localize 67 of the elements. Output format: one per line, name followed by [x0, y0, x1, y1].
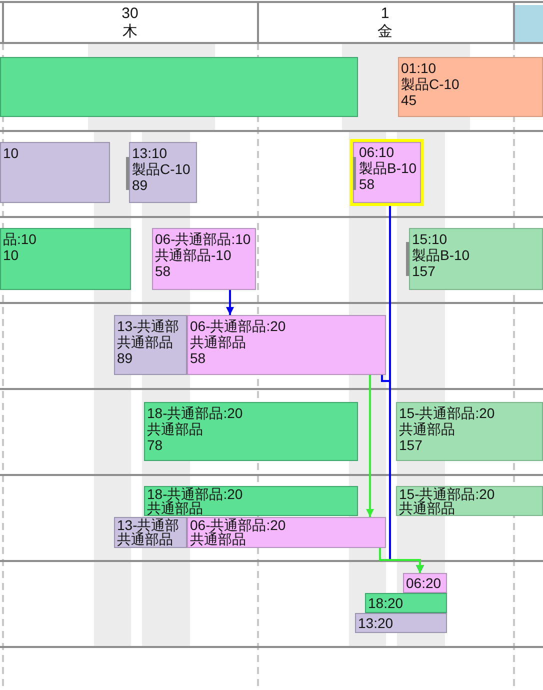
task-bar	[365, 593, 447, 613]
task-text: 06:10	[358, 144, 396, 160]
task-text: 共通部品	[398, 421, 456, 437]
task-text: 共通部品	[116, 334, 174, 350]
task-text: 89	[131, 177, 149, 193]
day-number: 1	[380, 5, 390, 22]
task-text: 157	[398, 437, 424, 453]
task-text: 157	[411, 263, 436, 279]
task-text: 10	[2, 247, 20, 263]
connector-arrow	[366, 375, 374, 517]
selected-task-bar	[350, 139, 424, 206]
task-bar	[0, 228, 131, 290]
task-text: 共通部品	[189, 334, 247, 350]
task-bar	[355, 613, 447, 633]
day-number: 30	[120, 5, 140, 22]
task-bar	[114, 315, 187, 375]
task-bar	[152, 228, 256, 290]
task-bar	[187, 315, 386, 375]
task-bar	[114, 517, 187, 548]
task-bar	[187, 517, 386, 548]
task-text: 製品C-10	[131, 161, 192, 177]
task-bar	[144, 486, 358, 516]
task-text: 13-共通部	[116, 518, 180, 532]
task-text: 78	[146, 437, 164, 453]
weekday-label: 金	[376, 23, 394, 40]
task-bar	[396, 402, 543, 461]
task-bar	[396, 486, 543, 516]
task-bar	[398, 57, 543, 117]
task-text: 06-共通部品:20	[189, 518, 287, 532]
task-text: 製品C-10	[400, 76, 460, 92]
task-text: 製品B-10	[358, 160, 418, 176]
task-text: 共通部品	[116, 532, 173, 546]
task-text: 共通部品	[189, 532, 246, 546]
task-text: 58	[154, 263, 172, 279]
task-bar	[409, 228, 543, 290]
task-bar	[0, 57, 358, 117]
weekday-label: 木	[122, 23, 138, 40]
task-text: 15:10	[411, 231, 448, 247]
task-bar	[144, 402, 358, 461]
task-text: 共通部品-10	[154, 247, 232, 263]
task-text: 58	[189, 350, 207, 366]
connector-arrow	[226, 290, 234, 315]
task-text: 13:10	[131, 145, 168, 161]
task-text: 15-共通部品:20	[398, 487, 496, 501]
task-text: 15-共通部品:20	[398, 405, 496, 421]
task-text: 89	[116, 350, 134, 366]
task-text: 18-共通部品:20	[146, 487, 244, 501]
task-bar	[403, 573, 447, 593]
task-text: 01:10	[400, 60, 438, 76]
task-text: 共通部品	[146, 421, 204, 437]
task-text: 13:20	[357, 614, 394, 632]
task-text: 13-共通部	[116, 318, 180, 334]
task-text: 06-共通部品:20	[189, 318, 287, 334]
task-text: 製品B-10	[411, 247, 471, 263]
task-text: 18-共通部品:20	[146, 405, 244, 421]
task-text: 45	[400, 92, 418, 108]
task-text: 06:20	[405, 574, 442, 592]
task-text: 共通部品	[146, 501, 203, 515]
task-text: 共通部品	[398, 501, 455, 515]
task-text: 18:20	[367, 594, 404, 612]
task-text: 品:10	[2, 231, 38, 247]
task-text: 10	[2, 145, 20, 161]
connector-arrow	[379, 548, 424, 573]
task-text: 58	[358, 176, 376, 192]
task-bar	[129, 142, 197, 203]
task-text: 06-共通部品:10	[154, 231, 252, 247]
task-bar	[0, 142, 110, 203]
